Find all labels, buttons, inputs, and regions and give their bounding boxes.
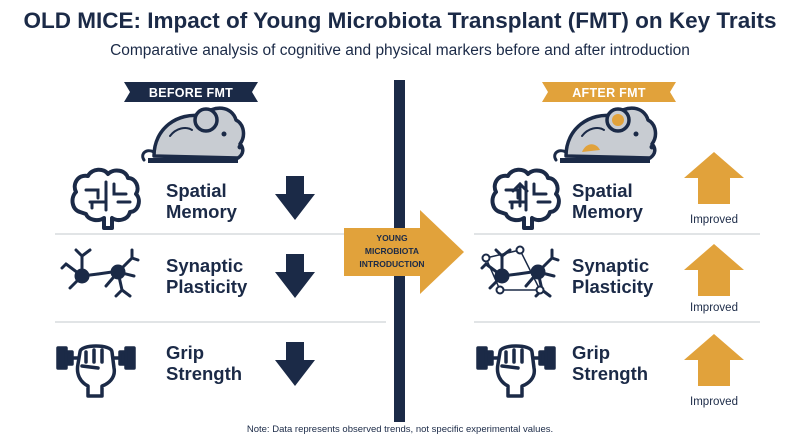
page-title: OLD MICE: Impact of Young Microbiota Tra… [23,8,777,33]
trend-down-arrow [275,176,315,220]
after-trait-line1: Spatial [572,180,633,201]
after-trait-label: Grip Strength [572,342,648,384]
before-banner-label: BEFORE FMT [149,86,233,100]
before-trait-line1: Synaptic [166,255,244,276]
after-trait-label: Synaptic Plasticity [572,255,653,297]
old-mouse-icon [140,106,246,165]
brain-improved-icon [490,167,561,230]
trend-up-arrow [684,152,744,204]
brain-icon [70,167,141,230]
after-trait-line2: Plasticity [572,276,654,297]
after-trait-line2: Strength [572,363,649,384]
before-trait-line2: Memory [166,201,237,222]
recovered-mouse-icon [552,106,658,165]
before-trait-label: Spatial Memory [166,180,237,222]
after-banner: AFTER FMT [542,82,676,102]
neuron-icon [60,248,140,298]
center-label-line3: INTRODUCTION [359,259,424,269]
footnote: Note: Data represents observed trends, n… [246,424,554,435]
after-trait-line1: Synaptic [572,255,650,276]
trend-down-arrow [275,342,315,386]
fist-dumbbell-improved-icon [476,344,556,398]
improved-label: Improved [690,214,738,226]
fmt-transition-arrow: YOUNG MICROBIOTA INTRODUCTION [344,210,464,294]
before-banner: BEFORE FMT [124,82,258,102]
neuron-network-icon [480,245,560,298]
trend-down-arrow [275,254,315,298]
center-label-line2: MICROBIOTA [365,246,419,256]
fist-dumbbell-icon [56,344,136,398]
after-trait-label: Spatial Memory [572,180,643,222]
before-trait-line1: Grip [166,342,205,363]
trend-up-arrow [684,244,744,296]
page-subtitle: Comparative analysis of cognitive and ph… [110,42,690,59]
after-trait-line1: Grip [572,342,611,363]
trend-up-arrow [684,334,744,386]
improved-label: Improved [690,396,738,408]
after-banner-label: AFTER FMT [572,86,646,100]
improved-label: Improved [690,302,738,314]
before-trait-label: Synaptic Plasticity [166,255,247,297]
before-trait-label: Grip Strength [166,342,242,384]
before-trait-line1: Spatial [166,180,227,201]
before-trait-line2: Strength [166,363,243,384]
before-trait-line2: Plasticity [166,276,248,297]
center-label-line1: YOUNG [376,233,408,243]
after-trait-line2: Memory [572,201,643,222]
